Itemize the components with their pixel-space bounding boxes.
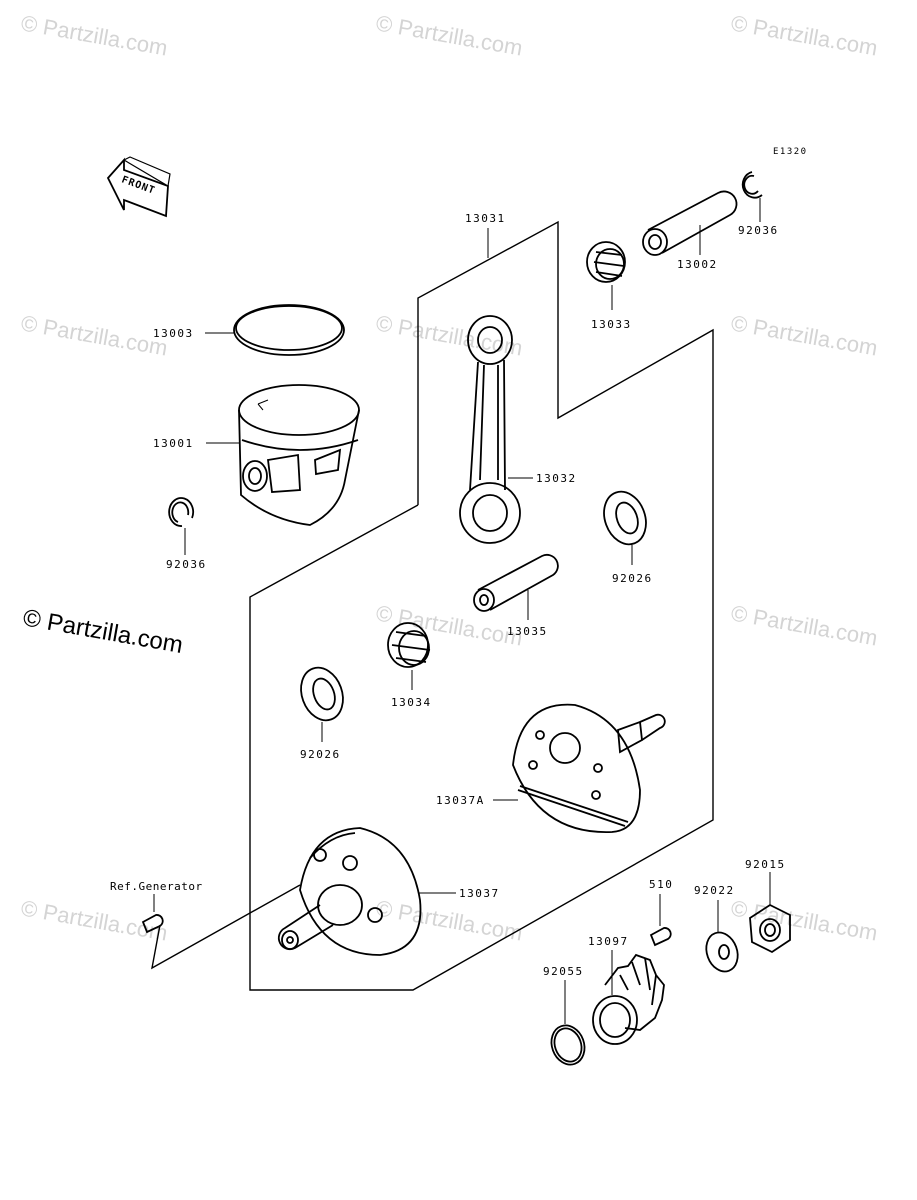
watermark: © Partzilla.com (19, 310, 169, 360)
assembly-outline (249, 220, 714, 991)
circlip-92036-left: 92036 (166, 497, 207, 571)
thrust-washer-92026-left: 92026 (300, 666, 344, 761)
watermark: © Partzilla.com (374, 895, 524, 945)
callout-92026-left: 92026 (300, 748, 341, 761)
thrust-washer-92026-right: 92026 (603, 490, 653, 585)
needle-bearing-13033: 13033 (586, 241, 632, 331)
callout-13097: 13097 (588, 935, 629, 948)
watermark: © Partzilla.com (729, 10, 879, 60)
woodruff-key-generator: Ref.Generator (110, 880, 301, 970)
ref-generator-label: Ref.Generator (110, 880, 203, 893)
callout-92015: 92015 (745, 858, 786, 871)
callout-group-13031: 13031 (465, 212, 506, 258)
piston-ring-13003: 13003 (153, 304, 345, 356)
callout-92022: 92022 (694, 884, 735, 897)
crank-half-13037: 13037 (277, 827, 500, 956)
callout-13035: 13035 (507, 625, 548, 638)
watermark: © Partzilla.com (374, 10, 524, 60)
crank-half-13037A: 13037A (436, 703, 666, 833)
needle-bearing-13034: 13034 (387, 622, 432, 709)
watermark: © Partzilla.com (729, 600, 879, 650)
connecting-rod-13032: 13032 (459, 315, 577, 544)
callout-13003: 13003 (153, 327, 194, 340)
callout-92036-left: 92036 (166, 558, 207, 571)
callout-13001: 13001 (153, 437, 194, 450)
callout-13034: 13034 (391, 696, 432, 709)
callout-92026-right: 92026 (612, 572, 653, 585)
woodruff-key-510: 510 (649, 878, 673, 947)
crank-pin-13035: 13035 (473, 553, 559, 638)
callout-510: 510 (649, 878, 673, 891)
callout-13032: 13032 (536, 472, 577, 485)
callout-13031: 13031 (465, 212, 506, 225)
diagram-code: E1320 (773, 147, 808, 157)
nut-92015: 92015 (745, 858, 791, 954)
callout-13002: 13002 (677, 258, 718, 271)
watermark: © Partzilla.com (19, 10, 169, 60)
callout-92055: 92055 (543, 965, 584, 978)
piston-pin-13002: 13002 (642, 190, 738, 271)
gear-13097: 13097 (588, 935, 665, 1045)
o-ring-92055: 92055 (543, 965, 586, 1066)
piston-13001: 13001 (153, 384, 360, 526)
callout-13033: 13033 (591, 318, 632, 331)
watermark: © Partzilla.com (374, 600, 524, 650)
front-arrow-icon: FRONT (106, 156, 171, 218)
callout-92036-top: 92036 (738, 224, 779, 237)
callout-13037: 13037 (459, 887, 500, 900)
watermark: © Partzilla.com (729, 310, 879, 360)
washer-92022: 92022 (694, 884, 739, 973)
circlip-92036-top: 92036 (738, 171, 779, 237)
main-watermark: © Partzilla.com (21, 604, 185, 659)
callout-13037A: 13037A (436, 794, 485, 807)
